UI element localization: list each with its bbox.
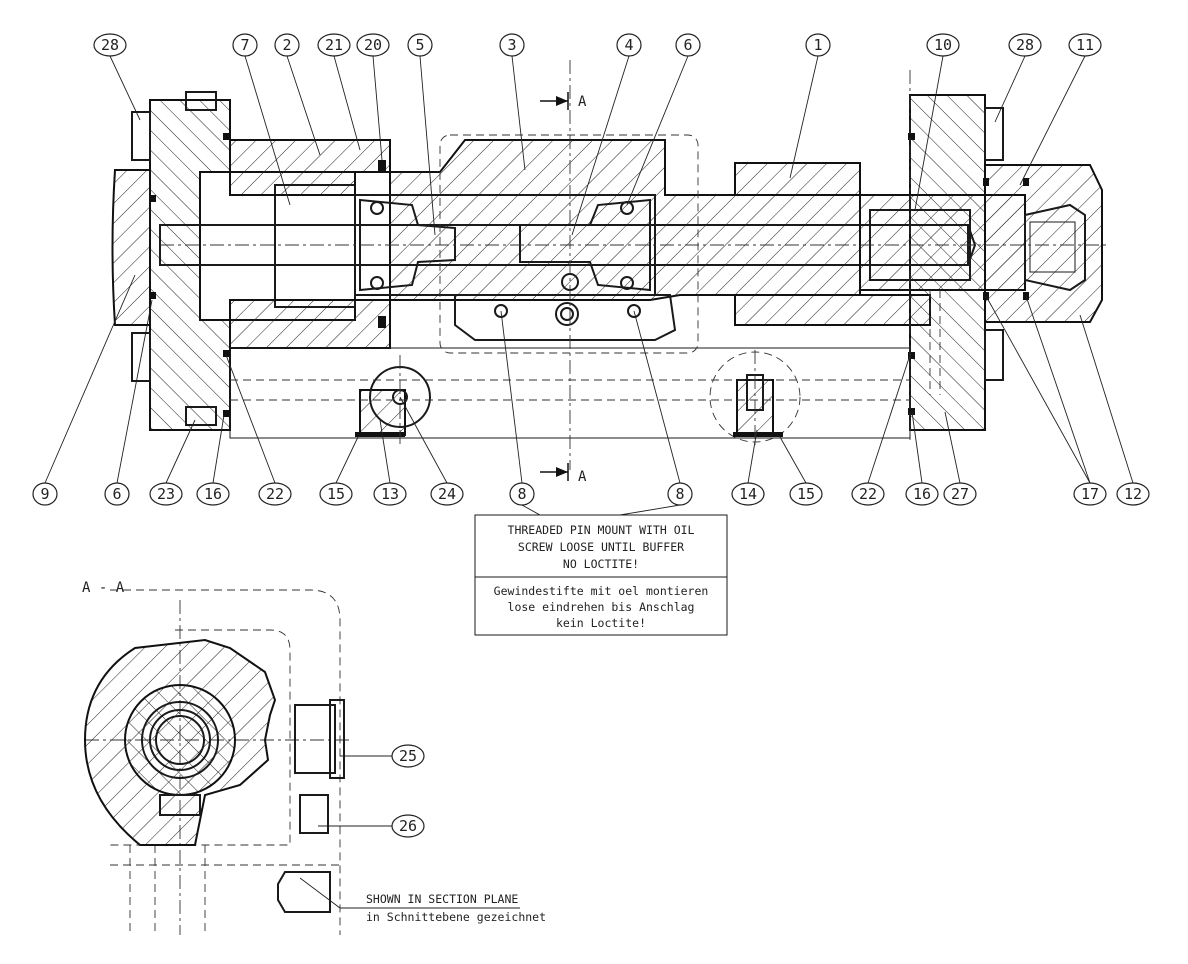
balloon: 11 [1019,33,1102,186]
svg-text:14: 14 [739,485,757,503]
note-en-1: THREADED PIN MOUNT WITH OIL [508,523,695,537]
balloon: 2 [274,33,321,156]
balloon: 15 [779,436,823,506]
balloon: 8 [500,310,535,506]
balloon: 28 [994,33,1042,123]
note-de-2: lose eindrehen bis Anschlag [508,600,695,614]
buffer-4 [519,198,651,292]
svg-text:8: 8 [517,485,526,503]
svg-text:25: 25 [399,747,417,765]
svg-text:1: 1 [813,36,822,54]
note-de-1: Gewindestifte mit oel montieren [494,584,709,598]
block-1 [734,162,861,196]
balloon: 6 [104,299,153,506]
balloon: 10 [914,33,960,211]
svg-text:15: 15 [797,485,815,503]
svg-text:11: 11 [1076,36,1094,54]
svg-text:24: 24 [438,485,456,503]
svg-text:22: 22 [266,485,284,503]
svg-text:3: 3 [507,36,516,54]
svg-text:A: A [578,94,587,110]
svg-text:20: 20 [364,36,382,54]
balloon: 1 [789,33,831,179]
svg-text:A: A [578,469,587,485]
balloon: 24 [399,396,464,506]
balloon: 13 [373,419,407,506]
lever-13 [359,389,406,436]
svg-text:10: 10 [934,36,952,54]
slider-plate-8 [454,294,677,341]
section-note-en: SHOWN IN SECTION PLANE [366,892,518,906]
balloon: 9 [32,274,136,506]
balloon: 8 [633,310,693,506]
section-view-title: A - A [82,580,125,596]
balloon-25: 25 [340,744,425,768]
svg-text:21: 21 [325,36,343,54]
balloon: 7 [232,33,291,206]
balloon: 16 [905,411,939,506]
svg-text:4: 4 [624,36,633,54]
assembly-note-box: THREADED PIN MOUNT WITH OIL SCREW LOOSE … [474,514,728,636]
svg-text:26: 26 [399,817,417,835]
balloon: 23 [149,419,196,506]
svg-text:22: 22 [859,485,877,503]
balloon: 14 [731,429,765,506]
section-view-a-a: A - A 25 26 SHOWN IN SECTION PLANE in Sc… [82,580,546,935]
plug-25 [294,704,336,774]
left-flange-9 [111,169,151,326]
section-marker-bottom: A [540,463,587,485]
balloon: 4 [571,33,642,236]
svg-text:16: 16 [913,485,931,503]
note-en-2: SCREW LOOSE UNTIL BUFFER [518,540,684,554]
nut-12 [984,164,1103,323]
balloon: 16 [196,414,230,506]
note-leader [521,504,681,516]
balloons-bottom: 9 6 23 16 22 15 13 24 8 8 14 15 22 16 27… [32,274,1150,506]
o-rings [370,201,634,291]
housing-2 [229,139,391,196]
balloon: 27 [943,411,977,506]
balloon: 5 [407,33,436,236]
section-note-leader [299,877,520,909]
svg-text:12: 12 [1124,485,1142,503]
svg-text:7: 7 [240,36,249,54]
balloon: 12 [1079,314,1150,506]
balloon: 17 [985,295,1107,506]
balloon: 20 [356,33,390,161]
main-section-view: A A [111,60,1110,485]
plug-26 [299,794,329,834]
note-en-3: NO LOCTITE! [563,557,639,571]
svg-text:16: 16 [204,485,222,503]
svg-text:6: 6 [683,36,692,54]
balloon: 28 [93,33,141,121]
svg-text:8: 8 [675,485,684,503]
balloon: 21 [317,33,361,151]
balloons-top: 28 7 2 21 20 5 3 4 6 1 10 28 11 [93,33,1102,236]
svg-text:13: 13 [381,485,399,503]
svg-text:23: 23 [157,485,175,503]
svg-text:27: 27 [951,485,969,503]
balloon: 6 [626,33,701,206]
section-note-de: in Schnittebene gezeichnet [366,910,546,924]
svg-text:5: 5 [415,36,424,54]
svg-text:9: 9 [40,485,49,503]
svg-text:6: 6 [112,485,121,503]
svg-text:17: 17 [1081,485,1099,503]
balloon: 22 [851,354,911,506]
svg-text:2: 2 [282,36,291,54]
section-marker-top: A [540,92,587,110]
balloon: 3 [499,33,526,171]
balloon: 22 [225,354,292,506]
svg-text:15: 15 [327,485,345,503]
note-de-3: kein Loctite! [556,616,646,630]
balloon-26: 26 [318,814,425,838]
svg-text:28: 28 [101,36,119,54]
balloon: 15 [319,436,359,506]
svg-text:28: 28 [1016,36,1034,54]
